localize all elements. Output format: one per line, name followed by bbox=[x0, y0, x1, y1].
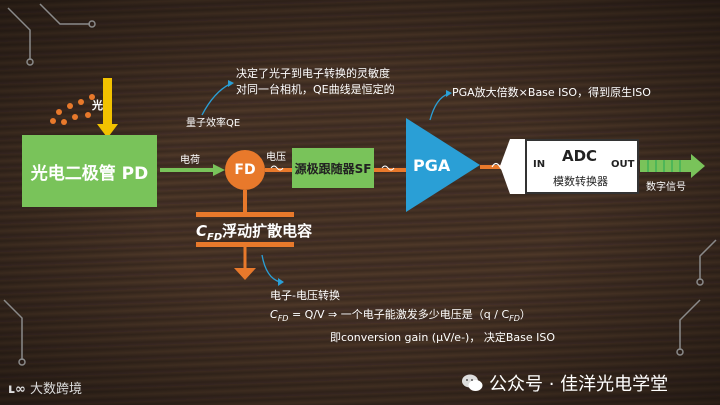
charge-label: 电荷 bbox=[180, 155, 200, 166]
source-follower-box: 源极跟随器SF bbox=[292, 148, 374, 188]
ground-symbol bbox=[234, 268, 256, 280]
circuit-decoration bbox=[3, 3, 717, 366]
cfd-label: CFD浮动扩散电容 bbox=[196, 220, 312, 243]
cfd-text: 浮动扩散电容 bbox=[222, 222, 313, 240]
fd-label: FD bbox=[234, 162, 256, 178]
cfd-symbol: C bbox=[196, 222, 208, 240]
watermark: 公众号 · 佳洋光电学堂 bbox=[461, 370, 668, 396]
adc-subtitle: 模数转换器 bbox=[553, 175, 608, 188]
fd-node: FD bbox=[225, 150, 265, 190]
photodiode-box: 光电二极管 PD bbox=[22, 135, 157, 207]
qe-note-line2: 对同一台相机，QE曲线是恒定的 bbox=[236, 83, 395, 96]
watermark-text: 公众号 · 佳洋光电学堂 bbox=[489, 374, 669, 395]
qe-label: 量子效率QE bbox=[186, 118, 241, 129]
wechat-icon bbox=[462, 374, 483, 391]
qe-leader bbox=[201, 83, 231, 116]
cv-formula-end: ） bbox=[519, 308, 531, 321]
conversion-note: 电子-电压转换 CFD = Q/V ⇒ 一个电子能激发多少电压是（q / CFD… bbox=[270, 286, 555, 347]
digital-arrow-shaft bbox=[640, 160, 692, 172]
source-follower-label: 源极跟随器SF bbox=[294, 161, 372, 176]
pga-note: PGA放大倍数×Base ISO，得到原生ISO bbox=[452, 86, 651, 99]
adc-title: ADC bbox=[562, 147, 598, 165]
logo-text: 大数跨境 bbox=[29, 382, 82, 397]
logo-icon: ʟ∞ bbox=[8, 382, 26, 397]
cap-plate-top bbox=[196, 212, 294, 217]
adc-out-label: OUT bbox=[611, 159, 635, 170]
adc-box: IN ADC OUT 模数转换器 bbox=[525, 139, 639, 194]
cap-plate-bottom bbox=[196, 242, 294, 247]
light-arrow-shaft bbox=[103, 78, 112, 126]
cv-leader bbox=[261, 254, 281, 283]
adc-chevron bbox=[500, 139, 525, 194]
cv-formula: CFD = Q/V ⇒ 一个电子能激发多少电压是（q / CFD） bbox=[270, 305, 555, 328]
cv-formula-c: C bbox=[270, 308, 278, 321]
digital-signal-label: 数字信号 bbox=[646, 182, 686, 193]
qe-note-line1: 决定了光子到电子转换的灵敏度 bbox=[236, 67, 390, 80]
light-arrow-head bbox=[97, 124, 118, 138]
qe-note: 决定了光子到电子转换的灵敏度 对同一台相机，QE曲线是恒定的 bbox=[236, 66, 395, 98]
photon-dots bbox=[50, 94, 95, 125]
cv-title: 电子-电压转换 bbox=[270, 289, 340, 302]
cfd-subscript: FD bbox=[207, 232, 223, 243]
voltage-label: 电压 bbox=[266, 152, 286, 163]
digital-arrow-head bbox=[691, 154, 705, 178]
adc-in-label: IN bbox=[533, 159, 546, 170]
cv-formula-rest: = Q/V ⇒ 一个电子能激发多少电压是（q / C bbox=[288, 308, 510, 321]
logo: ʟ∞ 大数跨境 bbox=[8, 378, 82, 397]
photodiode-label: 光电二极管 PD bbox=[30, 163, 149, 184]
cv-formula-sub2: FD bbox=[509, 314, 520, 324]
cv-formula-sub: FD bbox=[277, 314, 289, 324]
pga-triangle bbox=[406, 118, 480, 212]
cv-gain: 即conversion gain (μV/e-)， 决定Base ISO bbox=[330, 331, 555, 345]
pga-leader bbox=[429, 93, 449, 121]
light-label: 光 bbox=[92, 99, 103, 112]
pga-label: PGA bbox=[413, 156, 451, 175]
